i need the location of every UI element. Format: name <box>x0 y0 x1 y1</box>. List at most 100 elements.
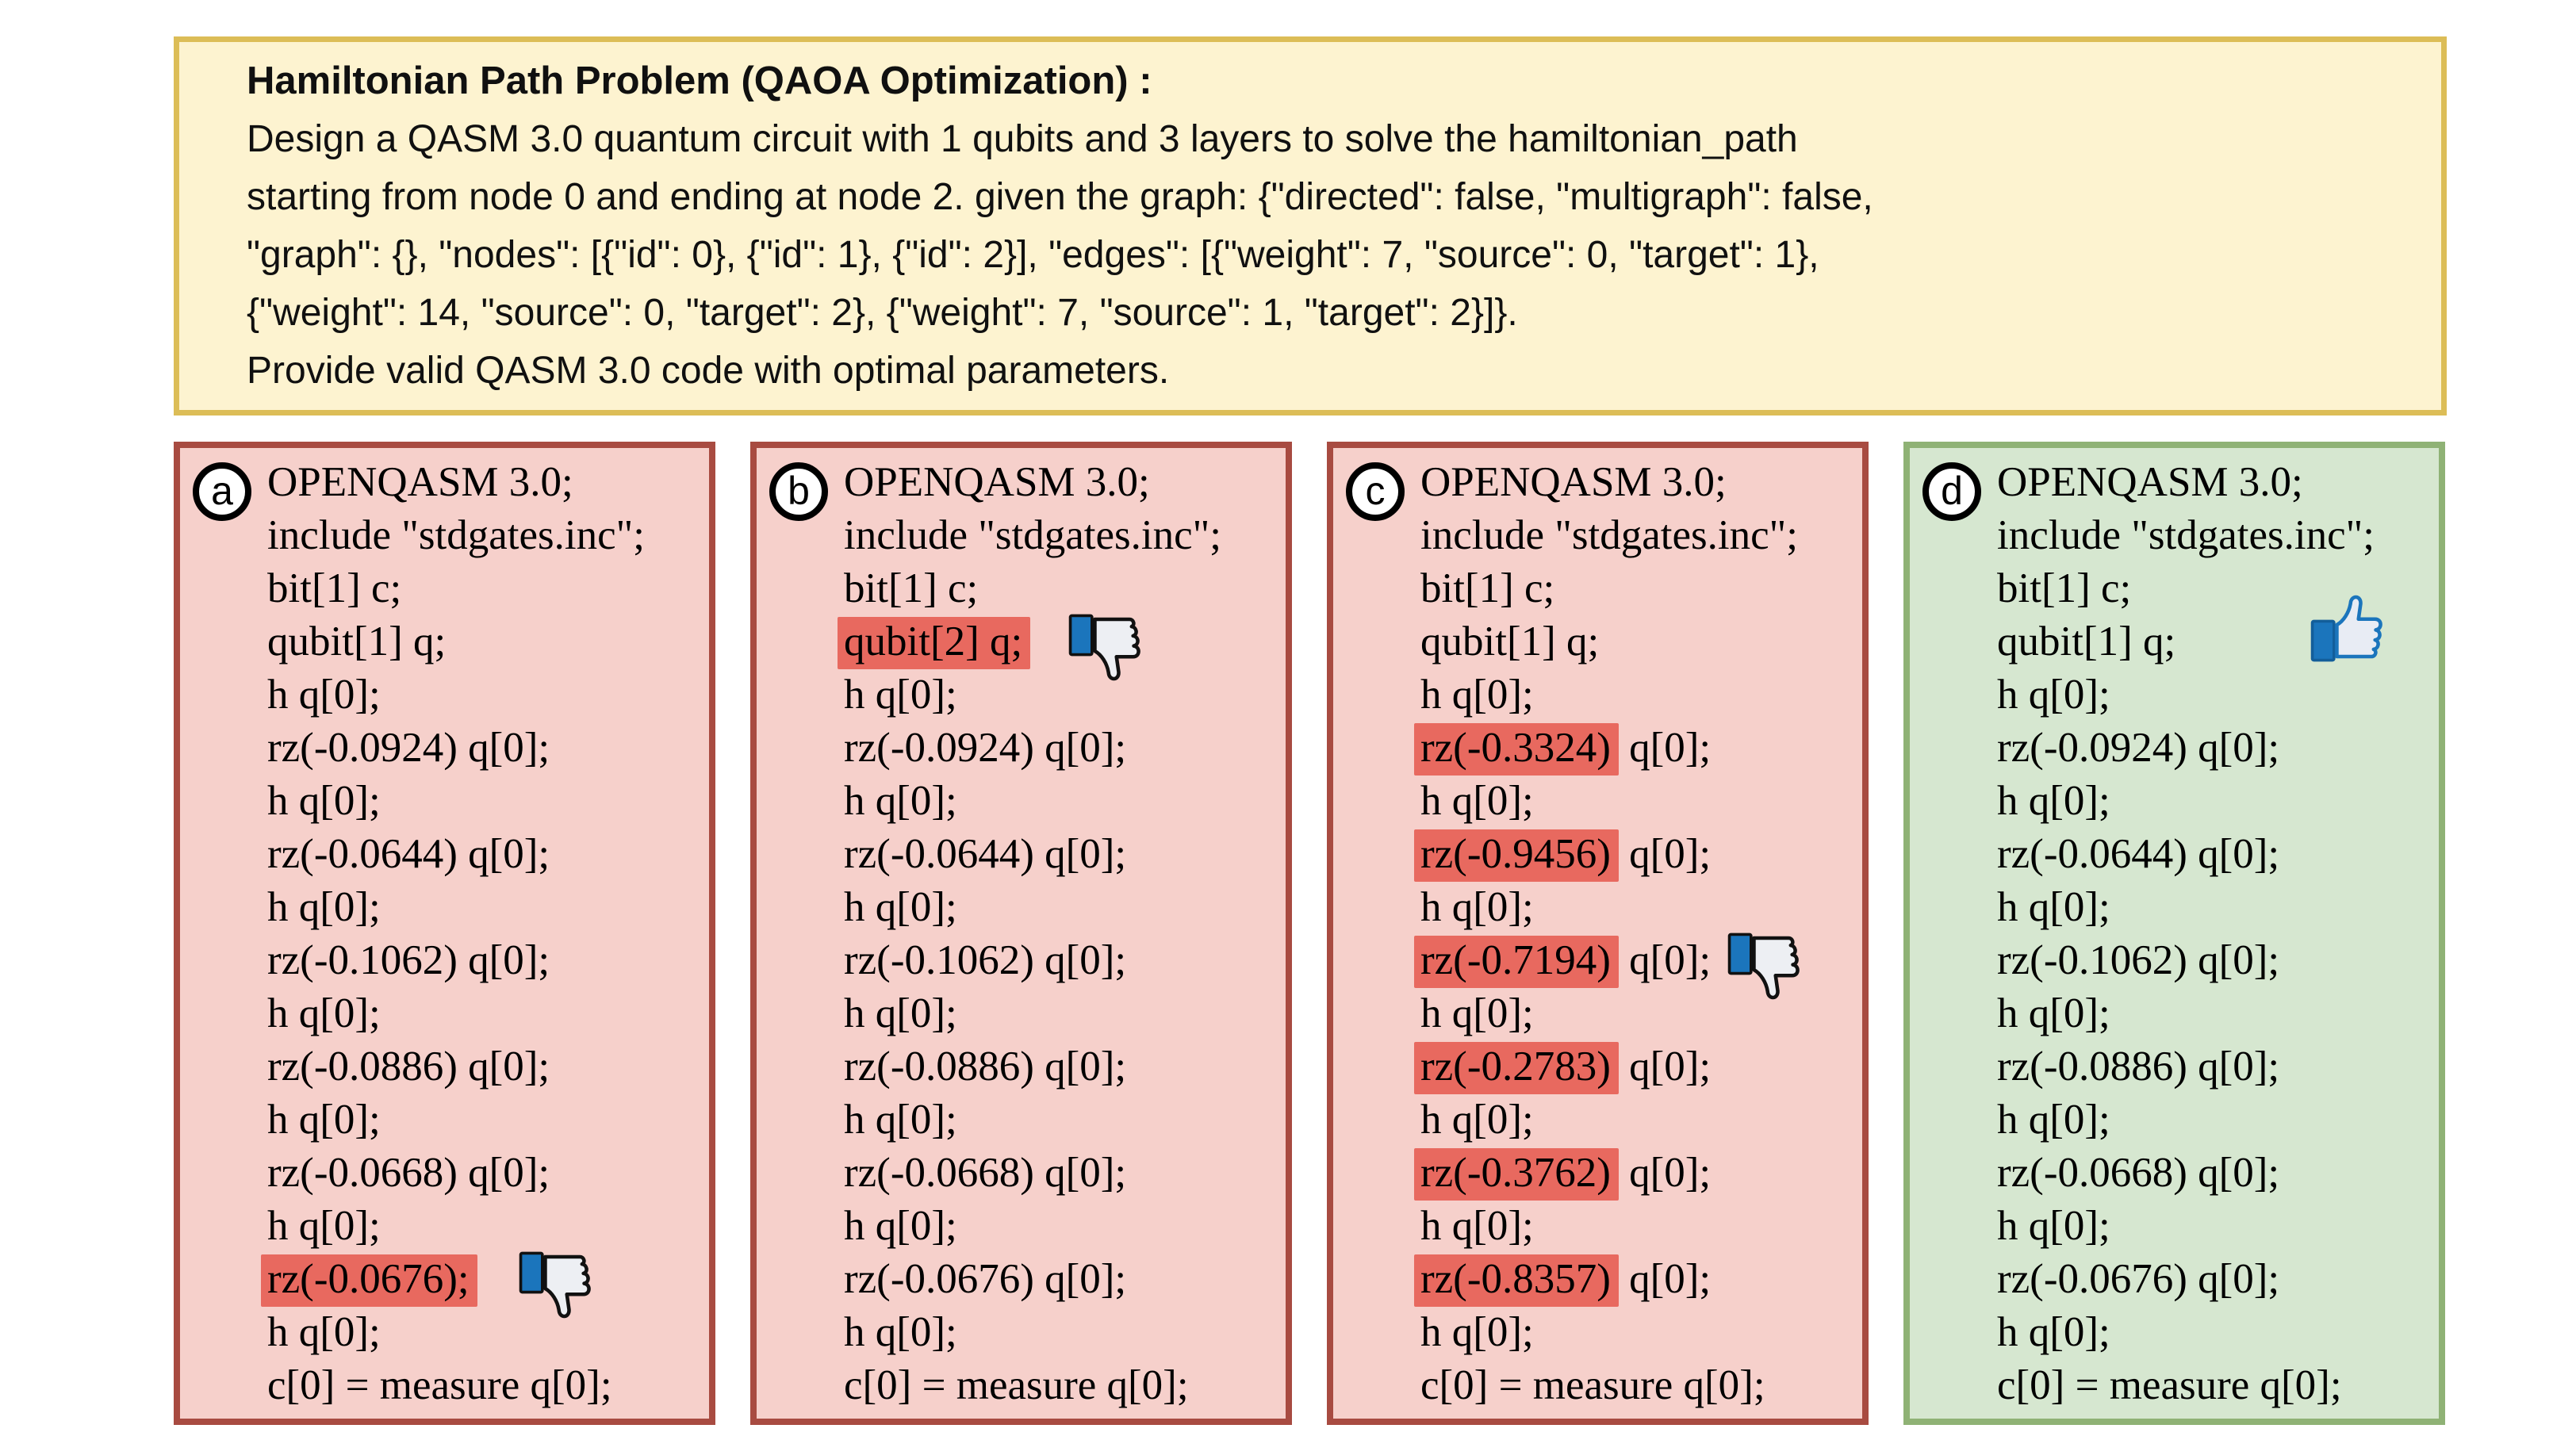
error-highlight: rz(-0.9456) <box>1414 829 1619 882</box>
answer-panel-d: d OPENQASM 3.0;include "stdgates.inc";bi… <box>1903 442 2445 1425</box>
code-line: rz(-0.0924) q[0]; <box>844 725 1127 771</box>
error-highlight: rz(-0.0676); <box>261 1254 477 1307</box>
code-line: h q[0]; <box>1420 1097 1534 1143</box>
prompt-title: Hamiltonian Path Problem (QAOA Optimizat… <box>247 59 1152 102</box>
panel-letter: d <box>1941 469 1963 513</box>
code-line: h q[0]; <box>267 990 381 1036</box>
panel-letter: c <box>1365 469 1386 513</box>
code-line: rz(-0.3324) q[0]; <box>1414 722 1862 776</box>
code-line: h q[0]; <box>1997 672 2110 718</box>
code-line: rz(-0.7194) q[0]; <box>1414 934 1862 988</box>
code-line: include "stdgates.inc"; <box>267 512 645 558</box>
code-line: rz(-0.0644) q[0]; <box>1997 831 2280 877</box>
code-line: rz(-0.1062) q[0]; <box>267 937 550 983</box>
prompt-body: Design a QASM 3.0 quantum circuit with 1… <box>247 110 2409 400</box>
code-line: rz(-0.2783) q[0]; <box>1414 1040 1862 1094</box>
qasm-code-block: OPENQASM 3.0;include "stdgates.inc";bit[… <box>757 456 1286 1412</box>
code-line: h q[0]; <box>267 884 381 930</box>
prompt-line: Provide valid QASM 3.0 code with optimal… <box>247 350 1170 392</box>
code-line: h q[0]; <box>844 884 957 930</box>
code-line: rz(-0.0924) q[0]; <box>1997 725 2280 771</box>
panel-letter: a <box>211 469 233 513</box>
code-line: rz(-0.0668) q[0]; <box>844 1150 1127 1196</box>
code-line: h q[0]; <box>1420 1203 1534 1249</box>
code-line: qubit[2] q; <box>838 615 1286 669</box>
code-line: h q[0]; <box>1997 884 2110 930</box>
code-line: rz(-0.3762) q[0]; <box>1414 1147 1862 1201</box>
code-line: h q[0]; <box>844 1203 957 1249</box>
prompt-line: "graph": {}, "nodes": [{"id": 0}, {"id":… <box>247 234 1819 276</box>
code-line: h q[0]; <box>844 1097 957 1143</box>
code-line: h q[0]; <box>267 1203 381 1249</box>
prompt-line: {"weight": 14, "source": 0, "target": 2}… <box>247 292 1518 334</box>
panel-letter: b <box>788 469 810 513</box>
code-line: h q[0]; <box>267 778 381 824</box>
code-line: rz(-0.0644) q[0]; <box>267 831 550 877</box>
code-line: include "stdgates.inc"; <box>1997 512 2375 558</box>
code-line: rz(-0.0886) q[0]; <box>844 1044 1127 1090</box>
thumbs-down-icon <box>519 1251 591 1319</box>
prompt-line: Design a QASM 3.0 quantum circuit with 1… <box>247 118 1798 160</box>
error-highlight: rz(-0.8357) <box>1414 1254 1619 1307</box>
code-line: rz(-0.0644) q[0]; <box>844 831 1127 877</box>
answer-panel-c: c OPENQASM 3.0;include "stdgates.inc";bi… <box>1327 442 1869 1425</box>
code-line: OPENQASM 3.0; <box>267 459 573 505</box>
code-line: h q[0]; <box>1997 1309 2110 1355</box>
code-line: OPENQASM 3.0; <box>1420 459 1727 505</box>
code-line: rz(-0.0924) q[0]; <box>267 725 550 771</box>
prompt-line: starting from node 0 and ending at node … <box>247 176 1873 218</box>
answer-panel-a: a OPENQASM 3.0; include "stdgates.inc"; bi… <box>174 442 715 1425</box>
code-line: rz(-0.0668) q[0]; <box>1997 1150 2280 1196</box>
code-line: h q[0]; <box>844 990 957 1036</box>
code-line: c[0] = measure q[0]; <box>267 1362 612 1408</box>
error-highlight: rz(-0.3762) <box>1414 1148 1619 1201</box>
code-line: qubit[1] q; <box>1997 619 2176 664</box>
code-line: OPENQASM 3.0; <box>844 459 1150 505</box>
panel-letter-badge: c <box>1346 462 1405 521</box>
code-line: h q[0]; <box>844 672 957 718</box>
thumbs-down-slot <box>1067 611 1146 691</box>
answer-panel-b: b OPENQASM 3.0;include "stdgates.inc";bi… <box>750 442 1292 1425</box>
code-line: h q[0]; <box>1420 672 1534 718</box>
code-line: h q[0]; <box>1997 1097 2110 1143</box>
error-highlight: rz(-0.7194) <box>1414 936 1619 988</box>
code-line: qubit[1] q; <box>1420 619 1600 664</box>
code-line: rz(-0.1062) q[0]; <box>844 937 1127 983</box>
qasm-code-block: OPENQASM 3.0; include "stdgates.inc"; bit[… <box>180 456 709 1412</box>
code-line: h q[0]; <box>267 672 381 718</box>
code-line: OPENQASM 3.0; <box>1997 459 2303 505</box>
code-line: rz(-0.9456) q[0]; <box>1414 828 1862 882</box>
code-line: h q[0]; <box>1420 1309 1534 1355</box>
code-line: h q[0]; <box>267 1309 381 1355</box>
code-line: h q[0]; <box>844 778 957 824</box>
error-highlight: qubit[2] q; <box>838 617 1031 669</box>
prompt-box: Hamiltonian Path Problem (QAOA Optimizat… <box>174 36 2447 416</box>
code-line: h q[0]; <box>844 1309 957 1355</box>
code-line: rz(-0.8357) q[0]; <box>1414 1253 1862 1307</box>
code-line: h q[0]; <box>1420 778 1534 824</box>
error-highlight: rz(-0.2783) <box>1414 1042 1619 1094</box>
thumbs-down-icon <box>1068 614 1140 681</box>
code-line: rz(-0.0676) q[0]; <box>1997 1256 2280 1302</box>
code-line: h q[0]; <box>1420 884 1534 930</box>
code-line: h q[0]; <box>1997 778 2110 824</box>
code-line: bit[1] c; <box>267 565 402 611</box>
code-line: h q[0]; <box>1997 1203 2110 1249</box>
code-line: include "stdgates.inc"; <box>1420 512 1798 558</box>
code-line: h q[0]; <box>1997 990 2110 1036</box>
thumbs-up-icon <box>2310 595 2382 661</box>
qasm-code-block: OPENQASM 3.0;include "stdgates.inc";bit[… <box>1333 456 1862 1412</box>
panel-letter-badge: d <box>1922 462 1981 521</box>
panel-letter-badge: a <box>193 462 251 521</box>
code-line: h q[0]; <box>267 1097 381 1143</box>
code-line: rz(-0.0886) q[0]; <box>1997 1044 2280 1090</box>
code-line: rz(-0.0676) q[0]; <box>844 1256 1127 1302</box>
code-line: c[0] = measure q[0]; <box>1420 1362 1765 1408</box>
code-line: h q[0]; <box>1420 990 1534 1036</box>
code-line: qubit[1] q; <box>267 619 447 664</box>
code-line: c[0] = measure q[0]; <box>1997 1362 2342 1408</box>
code-line: rz(-0.0676); <box>261 1253 709 1307</box>
code-line: rz(-0.0886) q[0]; <box>267 1044 550 1090</box>
thumbs-down-slot <box>517 1249 596 1328</box>
